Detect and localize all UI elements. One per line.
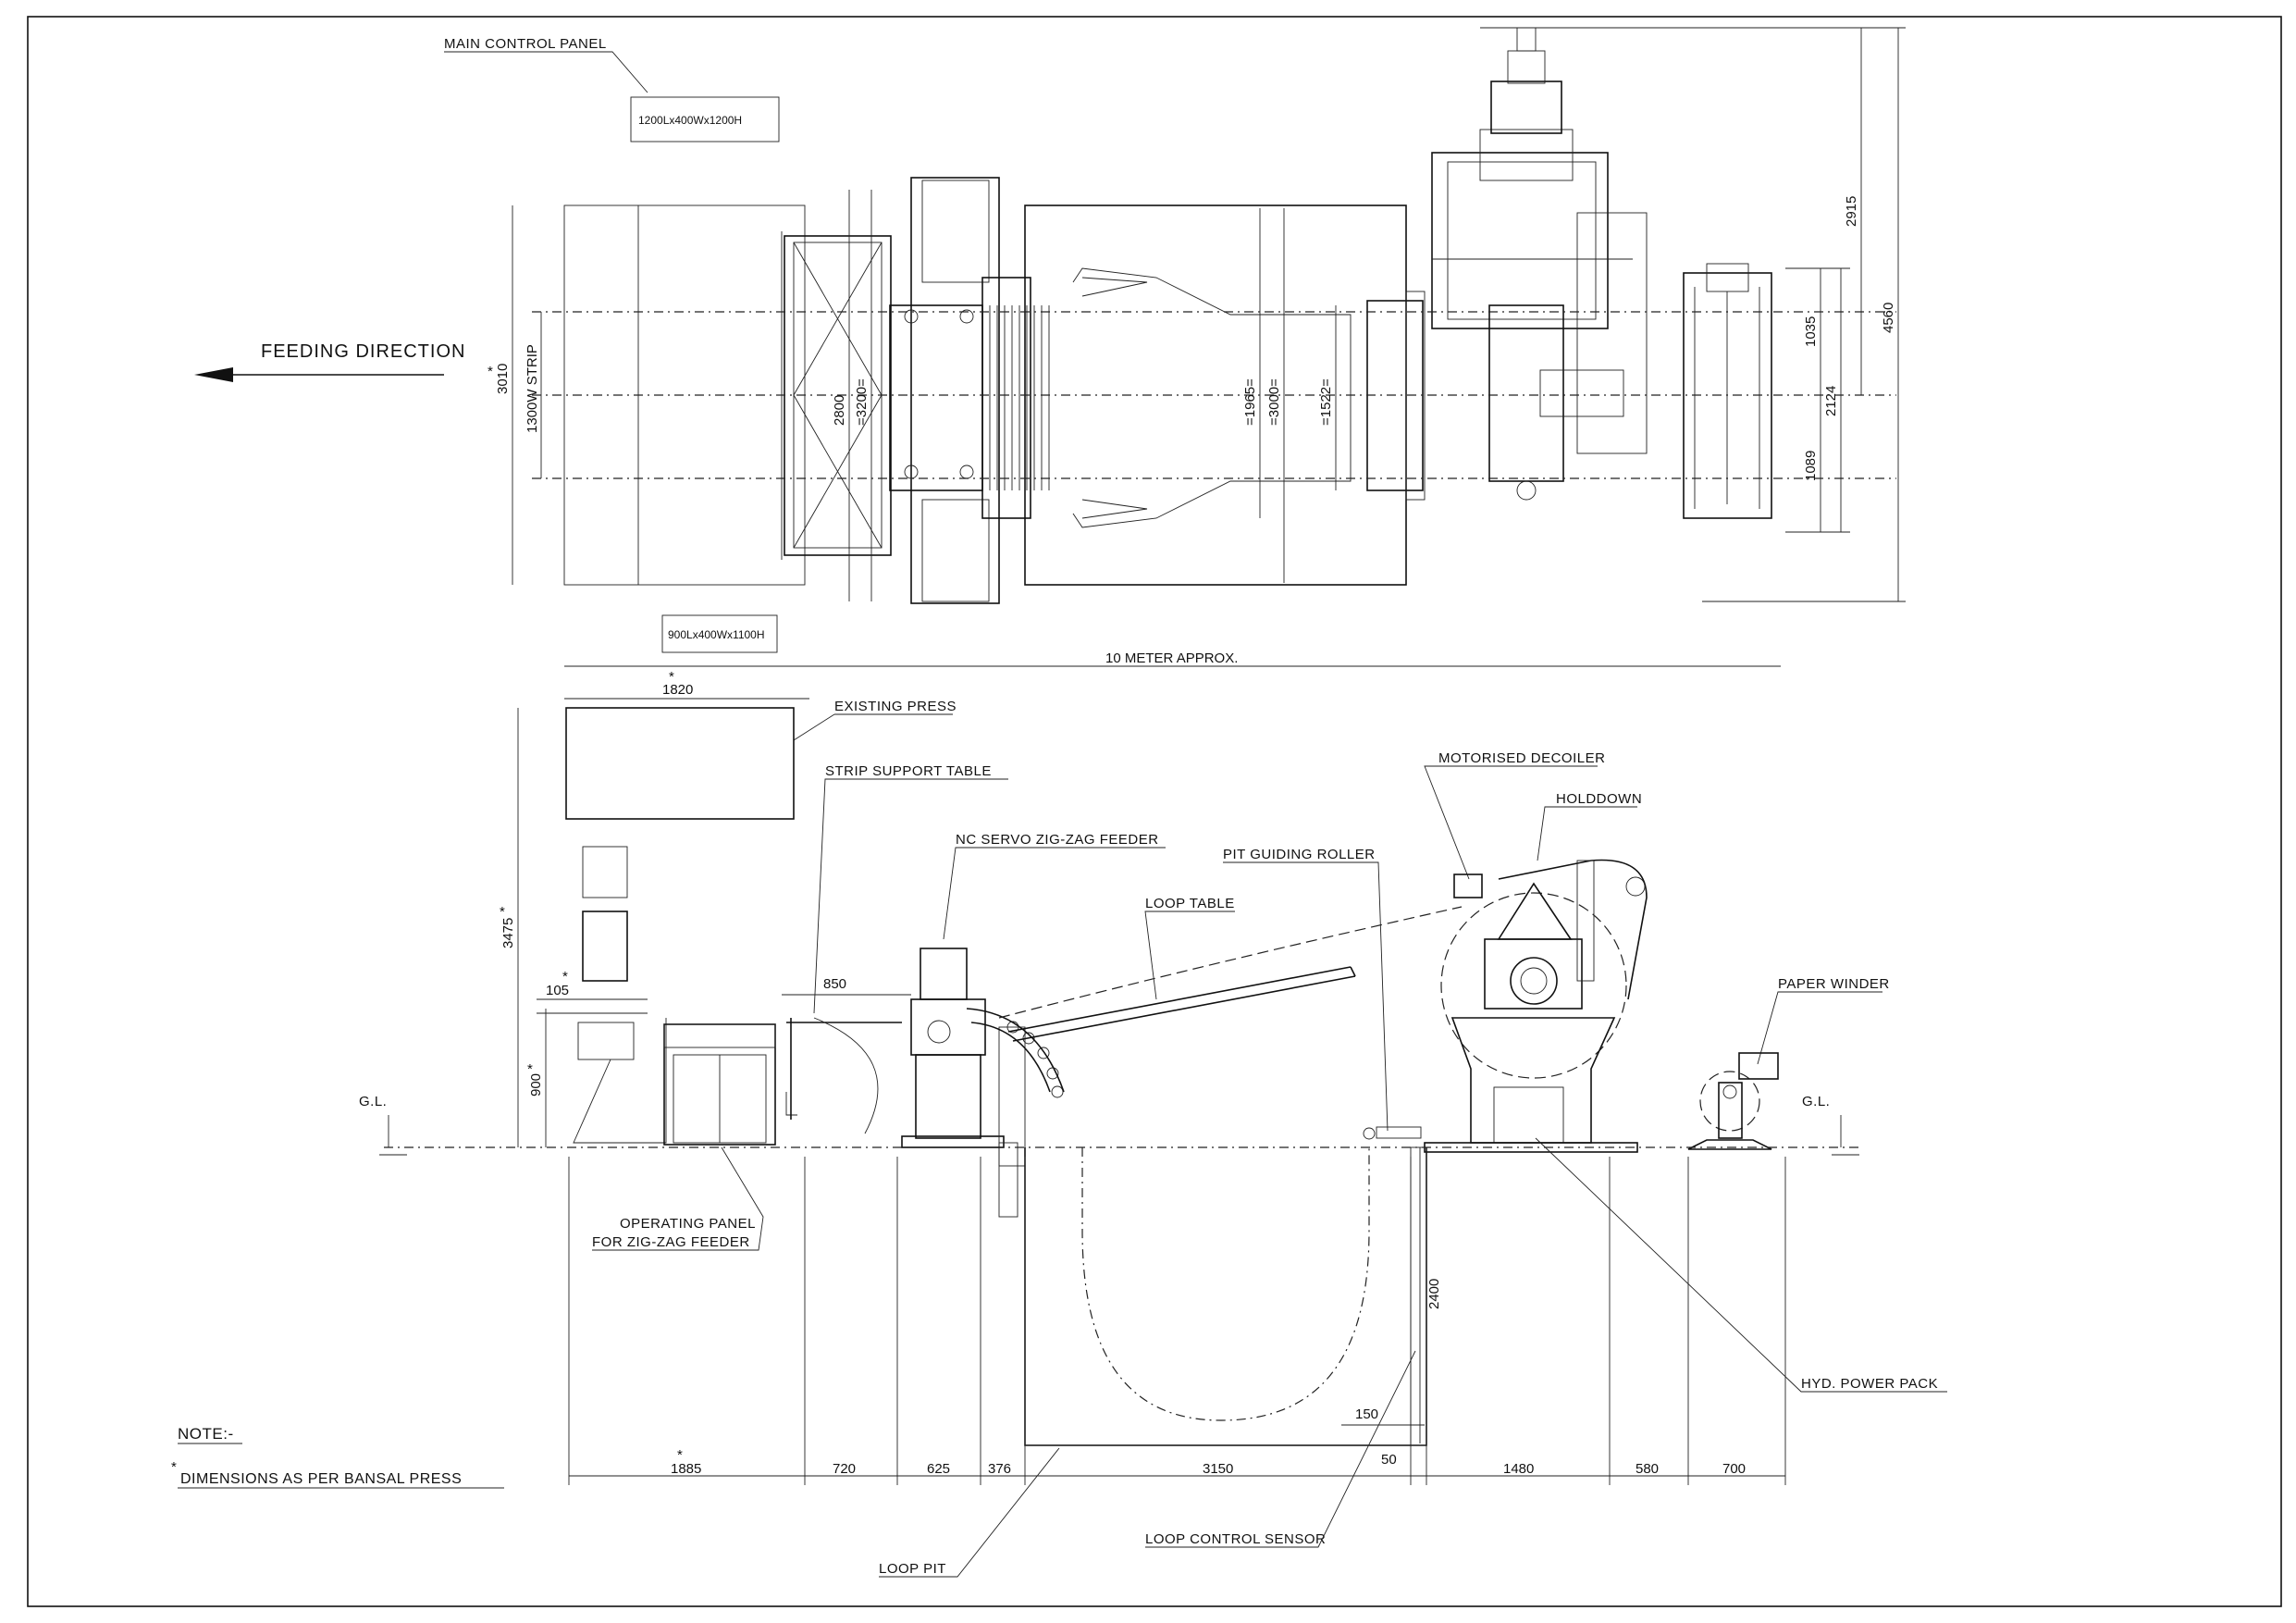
coil-outline xyxy=(1440,892,1627,1079)
nc-servo-feeder-label: NC SERVO ZIG-ZAG FEEDER xyxy=(956,832,1159,848)
feeding-direction-arrow xyxy=(194,367,233,382)
loop-pit xyxy=(1024,1147,1427,1446)
dim-1820-asterisk: * xyxy=(669,669,674,685)
gl-left-label: G.L. xyxy=(359,1094,387,1109)
dim-3010: 3010 xyxy=(495,364,511,394)
dim-1885: 1885 xyxy=(671,1461,701,1477)
dim-1035: 1035 xyxy=(1803,316,1819,347)
pit-guiding-roller-label: PIT GUIDING ROLLER xyxy=(1223,847,1376,862)
operating-panel-label-line1: OPERATING PANEL xyxy=(620,1216,756,1232)
dim-1820: 1820 xyxy=(662,682,693,698)
dim-3010-asterisk: * xyxy=(488,364,493,379)
note-title: NOTE:- xyxy=(178,1425,234,1443)
dim-50: 50 xyxy=(1381,1452,1397,1468)
dim-580: 580 xyxy=(1636,1461,1659,1477)
dim-2915: 2915 xyxy=(1844,196,1859,227)
dim-1089: 1089 xyxy=(1803,451,1819,481)
paper-winder-label: PAPER WINDER xyxy=(1778,976,1890,992)
operating-panel-size: 900Lx400Wx1100H xyxy=(668,628,765,641)
dim-105: 105 xyxy=(546,983,569,998)
strip-support-table-label: STRIP SUPPORT TABLE xyxy=(825,763,992,779)
gl-right-label: G.L. xyxy=(1802,1094,1830,1109)
loop-control-sensor-label: LOOP CONTROL SENSOR xyxy=(1145,1531,1326,1547)
loop-table-label: LOOP TABLE xyxy=(1145,896,1235,911)
dim-150: 150 xyxy=(1355,1406,1378,1422)
feeding-direction-label: FEEDING DIRECTION xyxy=(261,341,465,362)
dim-1480: 1480 xyxy=(1503,1461,1534,1477)
dim-1522: =1522= xyxy=(1318,378,1334,426)
drawing-border xyxy=(27,16,2282,1607)
dim-3000: =3000= xyxy=(1266,378,1282,426)
dim-4560: 4560 xyxy=(1881,303,1896,333)
paper-winder-plan xyxy=(1683,272,1772,519)
note-asterisk: * xyxy=(171,1459,177,1475)
existing-press-label: EXISTING PRESS xyxy=(834,699,957,714)
dim-2124: 2124 xyxy=(1823,386,1839,416)
holddown-label: HOLDDOWN xyxy=(1556,791,1642,807)
dim-1885-asterisk: * xyxy=(677,1447,683,1463)
note-text: DIMENSIONS AS PER BANSAL PRESS xyxy=(180,1471,462,1487)
decoiler-plan xyxy=(1431,152,1609,329)
decoiler-drum xyxy=(1484,938,1583,1010)
operating-panel-label-line2: FOR ZIG-ZAG FEEDER xyxy=(592,1234,750,1250)
dim-105-asterisk: * xyxy=(562,969,568,985)
hyd-power-pack-label: HYD. POWER PACK xyxy=(1801,1376,1938,1392)
dim-625: 625 xyxy=(927,1461,950,1477)
dim-900: 900 xyxy=(528,1073,544,1096)
dim-10-meter: 10 METER APPROX. xyxy=(1105,650,1238,666)
existing-press xyxy=(565,707,795,820)
loop-pit-label: LOOP PIT xyxy=(879,1561,946,1577)
main-control-panel-box xyxy=(630,96,780,142)
dim-376: 376 xyxy=(988,1461,1011,1477)
dim-3475: 3475 xyxy=(500,918,516,948)
main-control-panel-size: 1200Lx400Wx1200H xyxy=(638,114,742,127)
dim-700: 700 xyxy=(1722,1461,1746,1477)
feeder-head xyxy=(920,948,968,1000)
plan-view: MAIN CONTROL PANEL 1200Lx400Wx1200H FEED… xyxy=(194,27,1906,653)
dim-3200: =3200= xyxy=(854,378,870,426)
motorised-decoiler-label: MOTORISED DECOILER xyxy=(1438,750,1605,766)
dim-2400: 2400 xyxy=(1426,1279,1442,1309)
operating-panel-size-box xyxy=(661,614,778,653)
dim-720: 720 xyxy=(833,1461,856,1477)
strip-width-label: 1300W STRIP xyxy=(525,344,540,433)
dim-850: 850 xyxy=(823,976,846,992)
main-control-panel-label: MAIN CONTROL PANEL xyxy=(444,36,607,52)
dim-3150: 3150 xyxy=(1203,1461,1233,1477)
loop-path xyxy=(1081,1147,1370,1421)
dim-3475-asterisk: * xyxy=(500,904,505,920)
note-block: NOTE:- * DIMENSIONS AS PER BANSAL PRESS xyxy=(171,1425,504,1489)
feeder-plan xyxy=(910,177,1000,604)
elevation-view: 10 METER APPROX. 1820 * EXISTING PRESS S… xyxy=(359,650,1947,1578)
dim-2800: 2800 xyxy=(832,395,847,426)
dim-900-asterisk: * xyxy=(527,1061,533,1077)
dim-1965: =1965= xyxy=(1242,378,1258,426)
